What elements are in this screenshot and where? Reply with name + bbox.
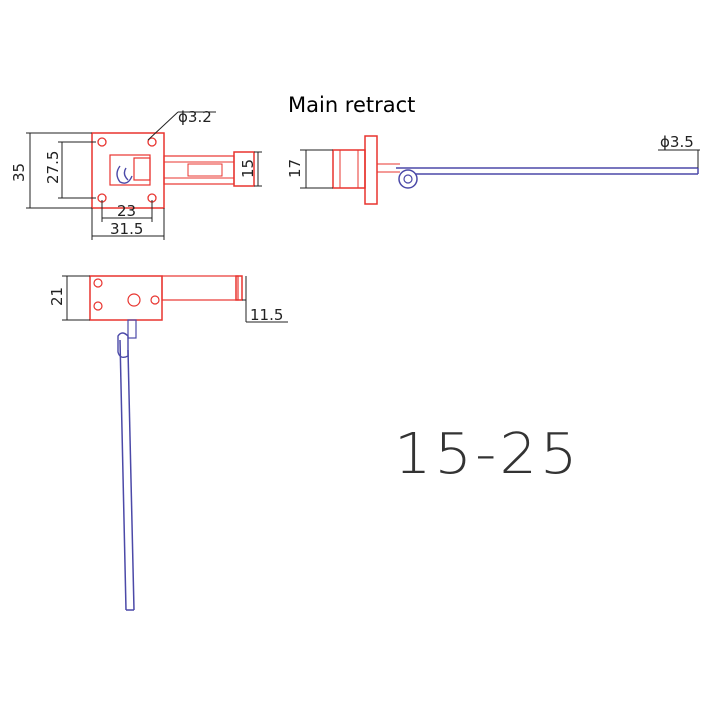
- front-wire-leg-right: [127, 349, 135, 611]
- dim-body-height: 21: [48, 287, 66, 306]
- dim-mount-inner-height: 27.5: [44, 151, 62, 184]
- dim-offset: 11.5: [250, 306, 283, 324]
- front-view: 21 11.5: [48, 275, 288, 611]
- wire-coil: [116, 165, 133, 184]
- front-wire-leg-left: [119, 339, 127, 611]
- side-body: [332, 149, 366, 189]
- mount-plate: [91, 132, 165, 209]
- drawing-title: Main retract: [288, 93, 416, 117]
- dim-side-height: 17: [286, 159, 304, 178]
- wire-loop: [398, 169, 418, 189]
- cylinder-slot: [187, 163, 223, 177]
- dim-cylinder-height: 15: [239, 159, 257, 178]
- mechanism-block: [133, 157, 151, 181]
- dim-mount-height: 35: [10, 163, 28, 182]
- side-flange: [364, 135, 378, 205]
- front-cap: [235, 275, 243, 301]
- dim-wire-diameter: ϕ3.5: [660, 133, 694, 151]
- mount-hole: [147, 137, 157, 147]
- dim-hole-diameter: ϕ3.2: [178, 108, 212, 126]
- dim-hole-spacing: 23: [117, 202, 136, 220]
- top-view: ϕ3.2 35 27.5 23 31.5 15: [10, 108, 262, 240]
- side-view: ϕ3.5 17: [286, 133, 700, 205]
- model-number: 15-25: [394, 422, 581, 487]
- front-cylinder: [161, 275, 239, 301]
- cylinder: [163, 155, 235, 185]
- mount-hole: [97, 137, 107, 147]
- cylinder-cap: [233, 151, 255, 187]
- dim-mount-width: 31.5: [110, 220, 143, 238]
